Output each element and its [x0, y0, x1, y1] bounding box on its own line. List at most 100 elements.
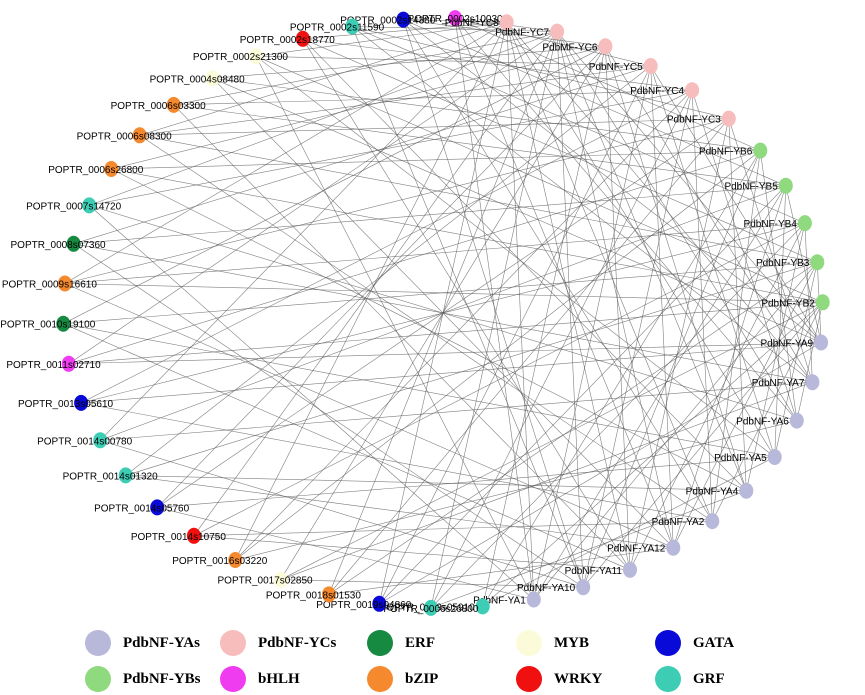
- node-0[interactable]: POPTR_0002s14380: [340, 11, 436, 28]
- node-12[interactable]: PdbNF-YB2: [761, 294, 830, 311]
- node-circle[interactable]: [93, 432, 108, 449]
- node-45[interactable]: POPTR_0002s11590: [290, 18, 385, 35]
- node-circle[interactable]: [423, 599, 438, 616]
- legend-label: WRKY: [554, 670, 603, 687]
- node-19[interactable]: PdbNF-YA12: [607, 539, 681, 556]
- node-22[interactable]: PdbNF-YA1: [473, 591, 541, 608]
- node-3[interactable]: PdbNF-YC7: [495, 23, 565, 40]
- node-15[interactable]: PdbNF-YA6: [736, 412, 804, 429]
- node-circle[interactable]: [666, 539, 681, 556]
- node-label: POPTR_0002s11590: [290, 23, 385, 34]
- node-32[interactable]: POPTR_0014s00780: [37, 432, 133, 449]
- node-circle[interactable]: [74, 394, 89, 411]
- node-circle[interactable]: [499, 14, 514, 31]
- node-circle[interactable]: [810, 254, 825, 271]
- node-13[interactable]: PdbNF-YA9: [760, 334, 829, 351]
- node-5[interactable]: PdbNF-YC5: [589, 58, 658, 74]
- node-circle[interactable]: [805, 374, 820, 391]
- node-31[interactable]: POPTR_0014s01320: [63, 467, 159, 484]
- node-circle[interactable]: [739, 482, 754, 499]
- node-42[interactable]: POPTR_0004s08480: [150, 70, 246, 87]
- node-35[interactable]: POPTR_0010s19100: [0, 315, 96, 332]
- node-circle[interactable]: [526, 591, 541, 608]
- node-circle[interactable]: [56, 315, 71, 332]
- node-circle[interactable]: [550, 23, 565, 40]
- node-44[interactable]: POPTR_0002s18770: [240, 30, 336, 47]
- node-circle[interactable]: [205, 70, 220, 87]
- node-6[interactable]: PdbNF-YC4: [630, 82, 700, 99]
- edge-64: [68, 342, 822, 365]
- node-circle[interactable]: [132, 127, 147, 144]
- node-circle[interactable]: [685, 82, 700, 99]
- edge-25: [255, 55, 775, 458]
- node-circle[interactable]: [150, 499, 165, 516]
- node-14[interactable]: PdbNF-YA7: [752, 374, 820, 391]
- node-4[interactable]: PdbMF-YC6: [542, 38, 613, 55]
- node-29[interactable]: POPTR_0014s10750: [131, 527, 227, 544]
- node-circle[interactable]: [598, 38, 613, 55]
- node-circle[interactable]: [721, 110, 736, 127]
- node-39[interactable]: POPTR_0006s26800: [48, 161, 144, 177]
- node-38[interactable]: POPTR_0007s14720: [26, 197, 122, 214]
- node-circle[interactable]: [576, 579, 591, 596]
- node-2[interactable]: PdbNF-YC8: [445, 14, 514, 31]
- node-1[interactable]: POPTR_0002s10030: [408, 10, 504, 27]
- node-36[interactable]: POPTR_0009s16610: [2, 275, 98, 292]
- node-27[interactable]: POPTR_0017s02850: [218, 571, 314, 588]
- node-circle[interactable]: [228, 552, 243, 568]
- node-circle[interactable]: [166, 96, 181, 113]
- node-label: POPTR_0014s01320: [63, 471, 159, 482]
- node-circle[interactable]: [118, 467, 133, 484]
- edge-layer: [63, 17, 823, 609]
- node-37[interactable]: POPTR_0008s07360: [11, 235, 107, 252]
- node-40[interactable]: POPTR_0006s08300: [77, 127, 173, 144]
- node-8[interactable]: PdbNF-YB6: [699, 142, 768, 159]
- node-30[interactable]: POPTR_0014s05760: [94, 499, 190, 516]
- node-34[interactable]: POPTR_0011s02710: [6, 355, 101, 372]
- node-circle[interactable]: [623, 561, 637, 578]
- node-circle[interactable]: [57, 275, 72, 292]
- node-21[interactable]: PdbNF-YA10: [517, 579, 591, 596]
- node-25[interactable]: POPTR_0019s04860: [316, 595, 412, 612]
- node-circle[interactable]: [789, 412, 804, 429]
- node-circle[interactable]: [448, 10, 463, 27]
- node-circle[interactable]: [61, 355, 76, 372]
- edge-5: [403, 19, 584, 588]
- node-circle[interactable]: [475, 598, 490, 615]
- node-circle[interactable]: [295, 30, 310, 47]
- node-43[interactable]: POPTR_0002s21300: [193, 48, 289, 65]
- node-circle[interactable]: [705, 513, 720, 530]
- node-24[interactable]: POPTR_0006s26800: [383, 599, 479, 616]
- node-20[interactable]: PdbNF-YA11: [565, 561, 637, 578]
- node-circle[interactable]: [345, 18, 360, 35]
- node-7[interactable]: PdbNF-YC3: [667, 110, 736, 127]
- node-circle[interactable]: [186, 527, 201, 544]
- node-28[interactable]: POPTR_0016s03220: [172, 552, 268, 568]
- node-circle[interactable]: [82, 197, 97, 214]
- node-33[interactable]: POPTR_0013s05610: [18, 394, 114, 411]
- node-circle[interactable]: [767, 449, 782, 465]
- node-circle[interactable]: [249, 48, 263, 65]
- node-circle[interactable]: [753, 142, 768, 159]
- node-circle[interactable]: [372, 595, 387, 612]
- node-10[interactable]: PdbNF-YB4: [744, 215, 812, 232]
- node-circle[interactable]: [273, 571, 288, 588]
- node-26[interactable]: POPTR_0018s01530: [266, 586, 362, 603]
- node-circle[interactable]: [66, 235, 81, 252]
- node-circle[interactable]: [396, 11, 411, 28]
- node-11[interactable]: PdbNF-YB3: [756, 254, 825, 271]
- node-circle[interactable]: [814, 334, 829, 351]
- node-circle[interactable]: [643, 58, 658, 74]
- edge-60: [63, 323, 631, 571]
- node-17[interactable]: PdbNF-YA4: [686, 482, 754, 499]
- node-18[interactable]: PdbNF-YA2: [652, 513, 720, 530]
- edge-120: [629, 222, 806, 570]
- node-9[interactable]: PdbNF-YB5: [724, 177, 793, 194]
- node-16[interactable]: PdbNF-YA5: [714, 449, 782, 465]
- node-circle[interactable]: [778, 177, 793, 194]
- node-41[interactable]: POPTR_0006s03300: [111, 96, 207, 113]
- node-circle[interactable]: [104, 161, 119, 177]
- node-circle[interactable]: [815, 294, 830, 311]
- node-circle[interactable]: [797, 215, 812, 232]
- node-circle[interactable]: [321, 586, 336, 603]
